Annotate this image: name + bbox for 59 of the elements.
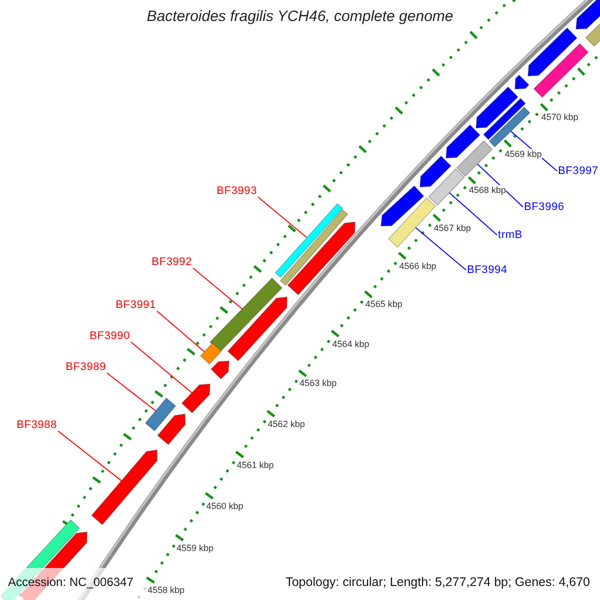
category-bar (488, 106, 530, 148)
scale-label: 4562 kbp (268, 418, 305, 430)
category-bar (209, 278, 283, 352)
category-bar (456, 140, 493, 177)
gene-label: BF3997 (558, 165, 598, 178)
scale-label: 4564 kbp (332, 338, 370, 350)
scale-label: 4563 kbp (300, 378, 337, 390)
scale-label: 4566 kbp (399, 260, 436, 272)
gene-label: BF3989 (66, 361, 106, 374)
gene-feature (380, 185, 424, 226)
gene-label: BF3996 (524, 201, 564, 214)
leader-line (156, 310, 205, 352)
leader-line (476, 164, 524, 208)
gene-feature (514, 74, 530, 90)
category-bar (428, 168, 465, 206)
leader-line (130, 342, 192, 394)
category-bar (274, 203, 344, 278)
gene-feature (157, 414, 186, 446)
leader-line (58, 430, 122, 482)
leader-line (415, 227, 466, 270)
leader-line (258, 196, 308, 238)
gene-feature (420, 156, 452, 188)
scale-label: 4558 kbp (148, 585, 185, 596)
gene-feature (476, 86, 518, 128)
scale-label: 4570 kbp (541, 112, 578, 124)
scale-label: 4569 kbp (504, 148, 542, 160)
gene-label: BF3988 (16, 419, 57, 432)
scale-label: 4561 kbp (236, 460, 274, 470)
scale-label: 4567 kbp (434, 222, 471, 234)
scale-label: 4568 kbp (468, 185, 506, 196)
category-bar (483, 98, 526, 140)
gene-label: BF3992 (152, 256, 192, 269)
gene-label: BF3990 (90, 330, 130, 343)
gene-feature (287, 222, 356, 296)
gene-feature (227, 296, 288, 362)
accession-text: Accession: NC_006347 (8, 575, 134, 589)
gene-label: BF3991 (116, 299, 156, 312)
gene-label: trmB (498, 229, 522, 242)
gene-label: BF3994 (467, 264, 508, 277)
gene-feature (91, 450, 158, 526)
leader-line (192, 268, 243, 310)
category-bar (144, 398, 176, 432)
category-bar (280, 209, 348, 286)
gene-feature (528, 27, 578, 76)
gene-feature (210, 360, 230, 380)
leader-line (106, 372, 156, 412)
gene-feature (446, 124, 480, 158)
category-bar (388, 197, 436, 248)
genome-info-text: Topology: circular; Length: 5,277,274 bp; Genes: 4,670 (286, 575, 590, 589)
gene-label: BF3993 (216, 185, 257, 198)
category-bar (200, 342, 222, 365)
gene-feature (576, 0, 600, 30)
scale-label: 4565 kbp (365, 299, 402, 310)
gene-feature (181, 384, 210, 414)
scale-label: 4560 kbp (206, 500, 244, 512)
scale-label: 4559 kbp (176, 542, 214, 554)
title: Bacteroides fragilis YCH46, complete genome (146, 8, 454, 25)
leader-line (448, 192, 498, 236)
category-bar (533, 43, 589, 98)
